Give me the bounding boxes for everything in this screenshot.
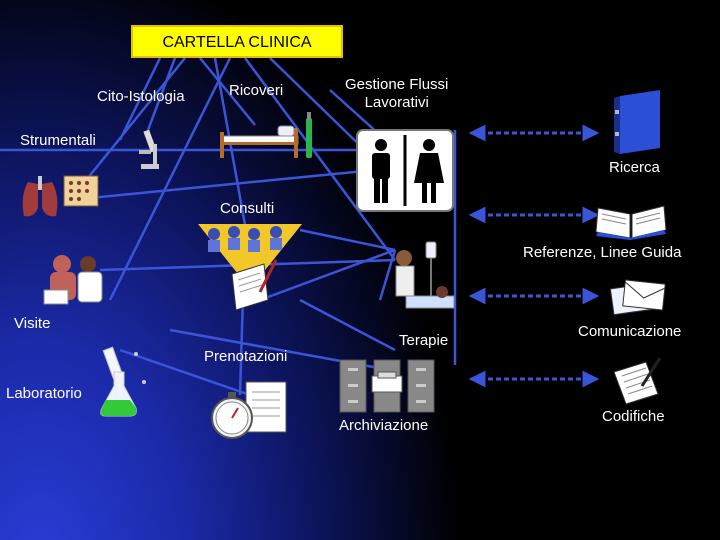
lungs-xray-icon bbox=[22, 175, 99, 217]
restroom-icon bbox=[356, 129, 454, 212]
label-referenze: Referenze, Linee Guida bbox=[523, 244, 682, 261]
diagram-title: CARTELLA CLINICA bbox=[162, 34, 312, 51]
file-cabinet-icon bbox=[339, 359, 435, 413]
label-cito-istologia: Cito-Istologia bbox=[97, 88, 185, 105]
label-comunicazione: Comunicazione bbox=[578, 323, 682, 340]
label-laboratorio: Laboratorio bbox=[6, 385, 82, 402]
label-ricoveri: Ricoveri bbox=[229, 82, 284, 99]
binder-icon bbox=[614, 90, 660, 154]
label-strumentali: Strumentali bbox=[20, 132, 96, 149]
label-consulti: Consulti bbox=[220, 200, 275, 217]
timer-notebook-icon bbox=[211, 381, 287, 439]
label-prenotazioni: Prenotazioni bbox=[204, 348, 288, 365]
mail-icon bbox=[610, 279, 666, 316]
hospital-bed-icon bbox=[220, 112, 312, 158]
label-ricerca: Ricerca bbox=[609, 159, 660, 176]
label-archiviazione: Archiviazione bbox=[339, 417, 429, 434]
label-visite: Visite bbox=[14, 315, 51, 332]
label-terapie: Terapie bbox=[399, 332, 449, 349]
label-codifiche: Codifiche bbox=[602, 408, 665, 425]
notes-icon bbox=[613, 357, 662, 405]
microscope-icon bbox=[139, 129, 159, 169]
doctor-patient-icon bbox=[43, 255, 103, 305]
label-gestione-flussi: Gestione Flussi Lavorativi bbox=[345, 76, 449, 111]
book-icon bbox=[595, 205, 667, 240]
lab-flask-icon bbox=[100, 346, 146, 417]
therapy-icon bbox=[395, 241, 455, 309]
meeting-icon bbox=[198, 224, 302, 311]
title-box: CARTELLA CLINICA bbox=[131, 25, 343, 58]
